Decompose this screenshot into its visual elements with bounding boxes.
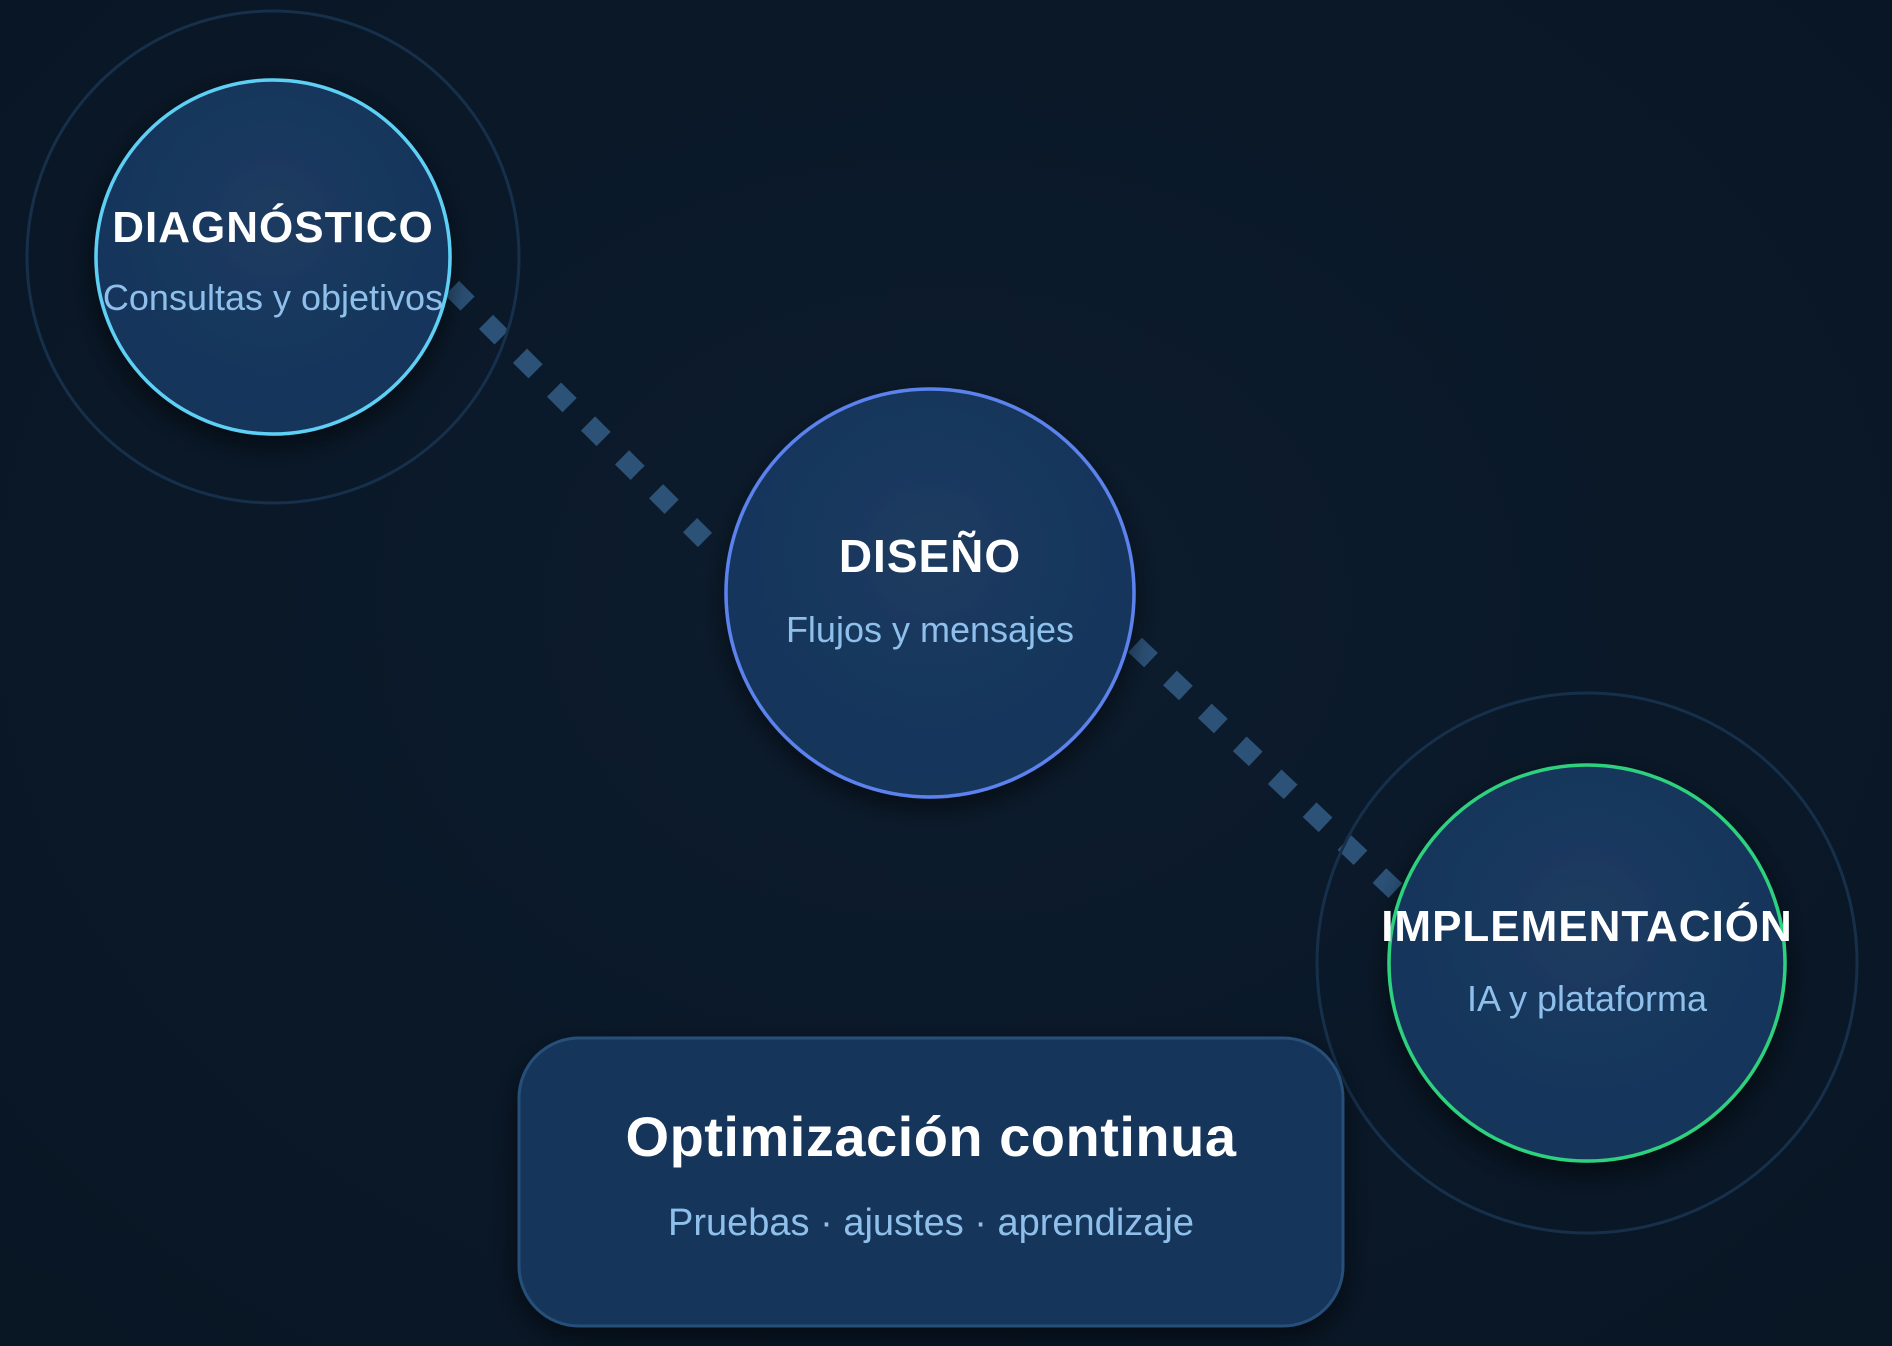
connector-diseno-implementacion [1128,637,1407,903]
diagnostico-circle [94,78,452,436]
implementacion-circle [1387,763,1787,1163]
implementacion-title: IMPLEMENTACIÓN [1381,901,1793,951]
diagnostico-subtitle: Consultas y objetivos [103,277,443,318]
implementacion-subtitle: IA y plataforma [1467,978,1708,1019]
node-implementacion: IMPLEMENTACIÓN IA y plataforma [1315,691,1859,1235]
diseno-subtitle: Flujos y mensajes [786,609,1074,650]
implementacion-outer-halo [1315,691,1859,1235]
diseno-title: DISEÑO [839,530,1021,582]
connector-diagnostico-diseno [444,280,713,548]
diagnostico-outer-halo [25,9,521,505]
node-diagnostico: DIAGNÓSTICO Consultas y objetivos [25,9,521,505]
diseno-circle [724,387,1136,799]
node-diseno: DISEÑO Flujos y mensajes [724,387,1136,799]
optimization-box: Optimización continua Pruebas · ajustes … [517,1036,1345,1328]
optimization-subtitle: Pruebas · ajustes · aprendizaje [668,1202,1194,1244]
optimization-box-frame [517,1036,1345,1328]
diagnostico-title: DIAGNÓSTICO [112,202,433,252]
optimization-title: Optimización continua [626,1105,1237,1168]
